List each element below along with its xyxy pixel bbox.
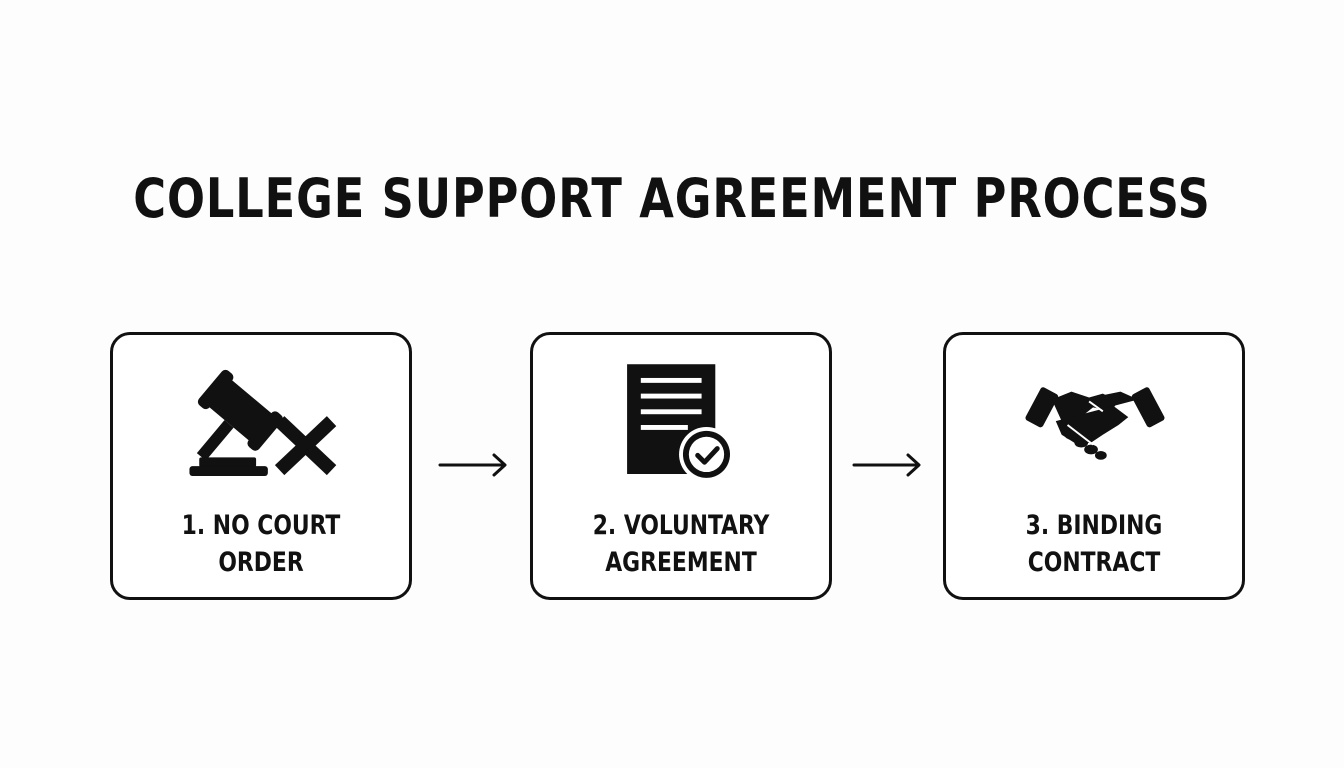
arrow-icon (852, 448, 924, 482)
step-3-label-line1: 3. BINDING (1025, 510, 1163, 541)
gavel-with-x-icon (113, 355, 409, 495)
step-3-card: 3. BINDING CONTRACT (943, 332, 1245, 600)
step-2-label-line2: AGREEMENT (605, 547, 757, 578)
step-2-label: 2. VOLUNTARY AGREEMENT (548, 507, 814, 581)
step-1-card: 1. NO COURT ORDER (110, 332, 412, 600)
step-3-label-line2: CONTRACT (1027, 547, 1161, 578)
step-3-label: 3. BINDING CONTRACT (961, 507, 1227, 581)
diagram-title: COLLEGE SUPPORT AGREEMENT PROCESS (133, 166, 1211, 230)
step-2-label-line1: 2. VOLUNTARY (592, 510, 770, 541)
step-1-label: 1. NO COURT ORDER (128, 507, 394, 581)
arrow-icon (438, 448, 510, 482)
step-1-label-line2: ORDER (218, 547, 304, 578)
step-1-label-line1: 1. NO COURT (181, 510, 341, 541)
step-2-card: 2. VOLUNTARY AGREEMENT (530, 332, 832, 600)
handshake-icon (946, 355, 1242, 495)
document-checkmark-icon (533, 355, 829, 495)
